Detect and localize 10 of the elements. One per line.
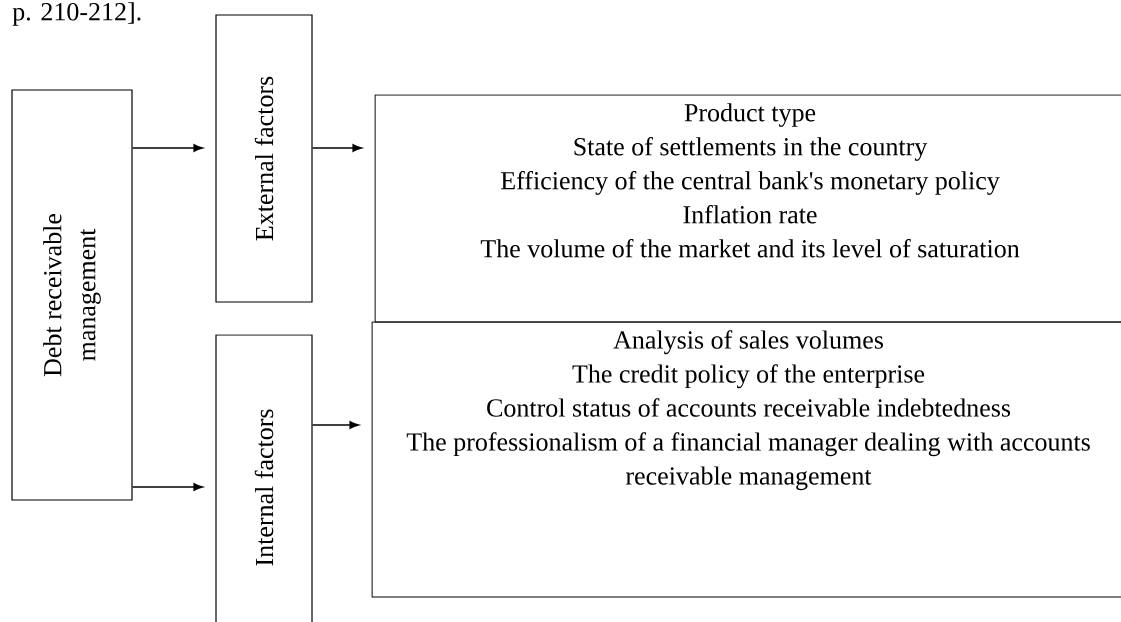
- arrow: [311, 421, 359, 429]
- factor-list-box: Analysis of sales volumes The credit policy of the enterprise Control status of accounts receivable indebtedness The professionalism of a financial manager dealing with accounts receivable management: [371, 321, 1121, 598]
- factor-list-box: Product type State of settlements in the country Efficiency of the central bank's monetary policy Inflation rate The volume of the market and its level of saturation: [374, 94, 1121, 323]
- arrow: [311, 144, 362, 152]
- management-box: Debt receivable management: [11, 89, 133, 501]
- citation-text: p. 210-212].: [12, 2, 141, 26]
- factor-box: External factors: [215, 14, 313, 303]
- arrow: [131, 483, 203, 491]
- arrow: [131, 144, 203, 152]
- factor-box: Internal factors: [215, 334, 313, 622]
